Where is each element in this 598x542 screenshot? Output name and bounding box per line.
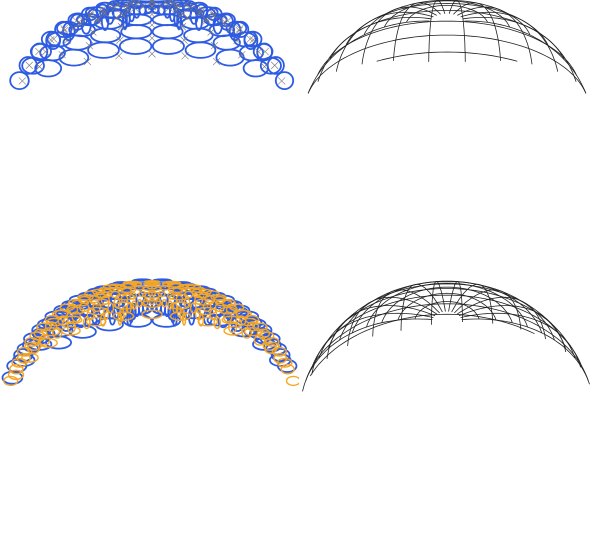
packing-circle [88, 42, 119, 58]
packing-circle [121, 25, 151, 38]
interstitial-cross [255, 48, 262, 55]
packing-circle [186, 42, 216, 58]
packing-circle [120, 38, 152, 54]
mesh-lines [303, 281, 590, 391]
mesh-parallel [311, 295, 582, 369]
interstitial-cross [182, 52, 189, 59]
panel-top-left [0, 0, 299, 271]
dual-circle [287, 376, 300, 385]
packing-circle [10, 72, 29, 89]
mesh-parallel [308, 35, 586, 93]
mesh-meridian [308, 21, 429, 94]
panel-bottom-right [299, 271, 598, 542]
mesh-parallel [310, 314, 534, 376]
circle-packing-dome-blue-orange [0, 271, 299, 542]
packing-circle [153, 25, 183, 38]
mesh-meridian [462, 319, 590, 384]
mesh-parallel [340, 281, 555, 340]
packing-circle [244, 60, 268, 76]
mesh-parallel [318, 21, 577, 75]
packing-circle [276, 72, 293, 89]
mesh-parallel [366, 283, 527, 327]
packing-circle [63, 35, 91, 49]
packing-circle [60, 50, 89, 66]
quad-mesh-dome-bottom [299, 271, 598, 542]
interstitial-cross [26, 62, 33, 69]
interstitial-cross [149, 50, 156, 57]
mesh-lines [308, 0, 586, 93]
packing-circle [35, 60, 61, 76]
interstitial-cross [35, 48, 42, 55]
interstitial-cross [208, 29, 215, 36]
interstitial-cross [115, 52, 122, 59]
interstitial-cross [149, 35, 156, 42]
quad-mesh-dome-top [299, 0, 598, 271]
interstitial-cross [278, 77, 285, 84]
circle-packing-dome-blue [0, 0, 299, 271]
circle-group [10, 0, 293, 89]
panel-bottom-left [0, 271, 299, 542]
mesh-parallel [377, 52, 518, 61]
packing-circle [153, 38, 184, 54]
mesh-parallel [319, 289, 575, 359]
panel-top-right [299, 0, 598, 271]
mesh-meridian [465, 21, 586, 94]
interstitial-cross [271, 62, 278, 69]
circle-group [3, 279, 300, 385]
interstitial-cross [149, 21, 156, 28]
interstitial-cross [19, 77, 26, 84]
packing-circle [216, 50, 243, 66]
